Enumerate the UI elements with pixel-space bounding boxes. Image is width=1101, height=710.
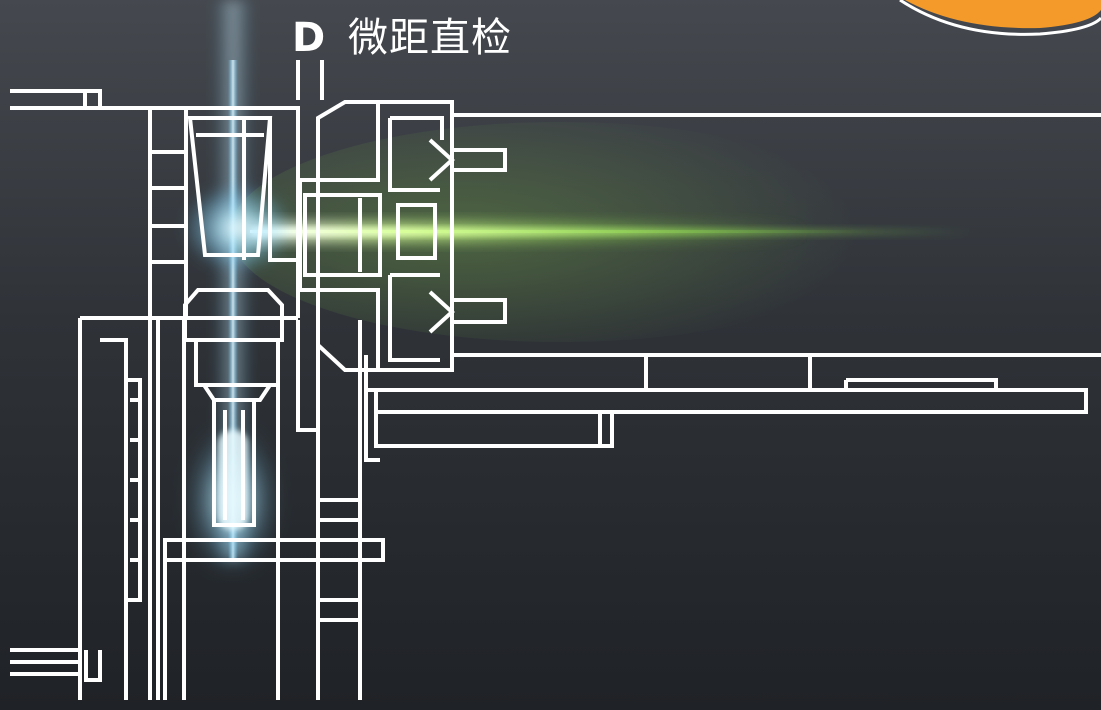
light-beam-horizontal: [230, 122, 970, 342]
mechanism-outline: [10, 60, 1101, 700]
corner-badge-icon: [899, 0, 1101, 36]
figure-label-text: 微距直检: [348, 15, 512, 61]
light-beam-vertical: [183, 0, 293, 570]
figure-label-letter: D: [292, 15, 326, 61]
